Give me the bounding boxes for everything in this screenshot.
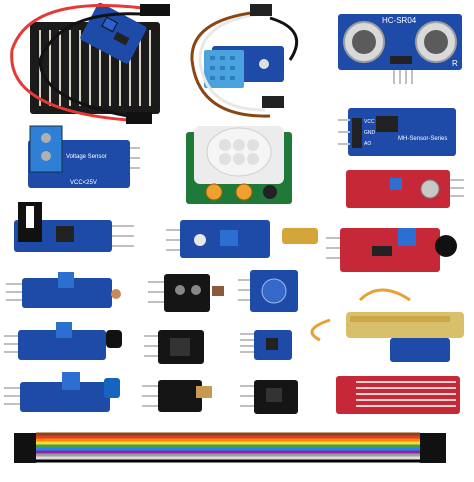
mh-sensor-module: VCC GND AO MH-Sensor-Series	[338, 108, 456, 156]
ribbon-connector-right	[420, 433, 446, 436]
red-sensor-module-1	[346, 170, 464, 208]
sound-sensor	[326, 228, 457, 272]
ribbon-connector-right	[420, 442, 446, 445]
ribbon-connector-left	[14, 436, 36, 439]
dupont-ribbon-cable	[14, 432, 446, 463]
dht11-wires	[190, 4, 299, 118]
ribbon-connector-left	[14, 442, 36, 445]
ultrasonic-model-label: HC-SR04	[382, 16, 417, 25]
rain-sensor-wires	[10, 4, 170, 124]
photoresistor-module	[6, 272, 121, 308]
pir-motion-sensor	[186, 126, 292, 204]
ribbon-connector-right	[420, 451, 446, 454]
ribbon-connector-left	[14, 451, 36, 454]
small-breakout-board	[240, 330, 292, 360]
flame-sensor-module	[4, 372, 120, 412]
black-module-3	[240, 380, 298, 414]
voltage-sensor-range: VCC<25V	[70, 180, 97, 186]
ribbon-connector-left	[14, 460, 36, 463]
ir-receiver-module	[4, 322, 122, 360]
ribbon-connector-right	[420, 448, 446, 451]
ultrasonic-side-label: R	[452, 59, 458, 68]
black-module-1	[148, 274, 224, 312]
mh-pin-ao: AO	[364, 141, 371, 147]
ribbon-connector-left	[14, 433, 36, 436]
mh-series-label: MH-Sensor-Series	[398, 136, 447, 142]
ribbon-connector-left	[14, 439, 36, 442]
dht11-sensor	[204, 46, 284, 88]
touch-sensor	[238, 270, 298, 312]
slot-speed-sensor	[14, 202, 134, 252]
voltage-sensor-title: Voltage Sensor	[66, 154, 107, 160]
ribbon-connector-right	[420, 457, 446, 460]
mh-pin-gnd: GND	[364, 130, 376, 136]
ribbon-connector-left	[14, 448, 36, 451]
voltage-sensor: Voltage Sensor VCC<25V	[28, 125, 140, 188]
ribbon-connector-left	[14, 457, 36, 460]
ribbon-connector-right	[420, 439, 446, 442]
ribbon-connector-left	[14, 454, 36, 457]
black-module-2	[144, 330, 204, 364]
ultrasonic-sensor: HC-SR04 R	[338, 14, 462, 84]
ribbon-connector-left	[14, 445, 36, 448]
laser-module	[142, 380, 212, 412]
ribbon-connector-right	[420, 454, 446, 457]
water-level-sensor	[336, 376, 460, 414]
tilt-switch-module	[166, 220, 318, 258]
mh-pin-vcc: VCC	[364, 119, 375, 125]
ribbon-connector-right	[420, 445, 446, 448]
ribbon-connector-right	[420, 436, 446, 439]
ribbon-connector-right	[420, 460, 446, 463]
soil-moisture-sensor	[310, 288, 464, 362]
